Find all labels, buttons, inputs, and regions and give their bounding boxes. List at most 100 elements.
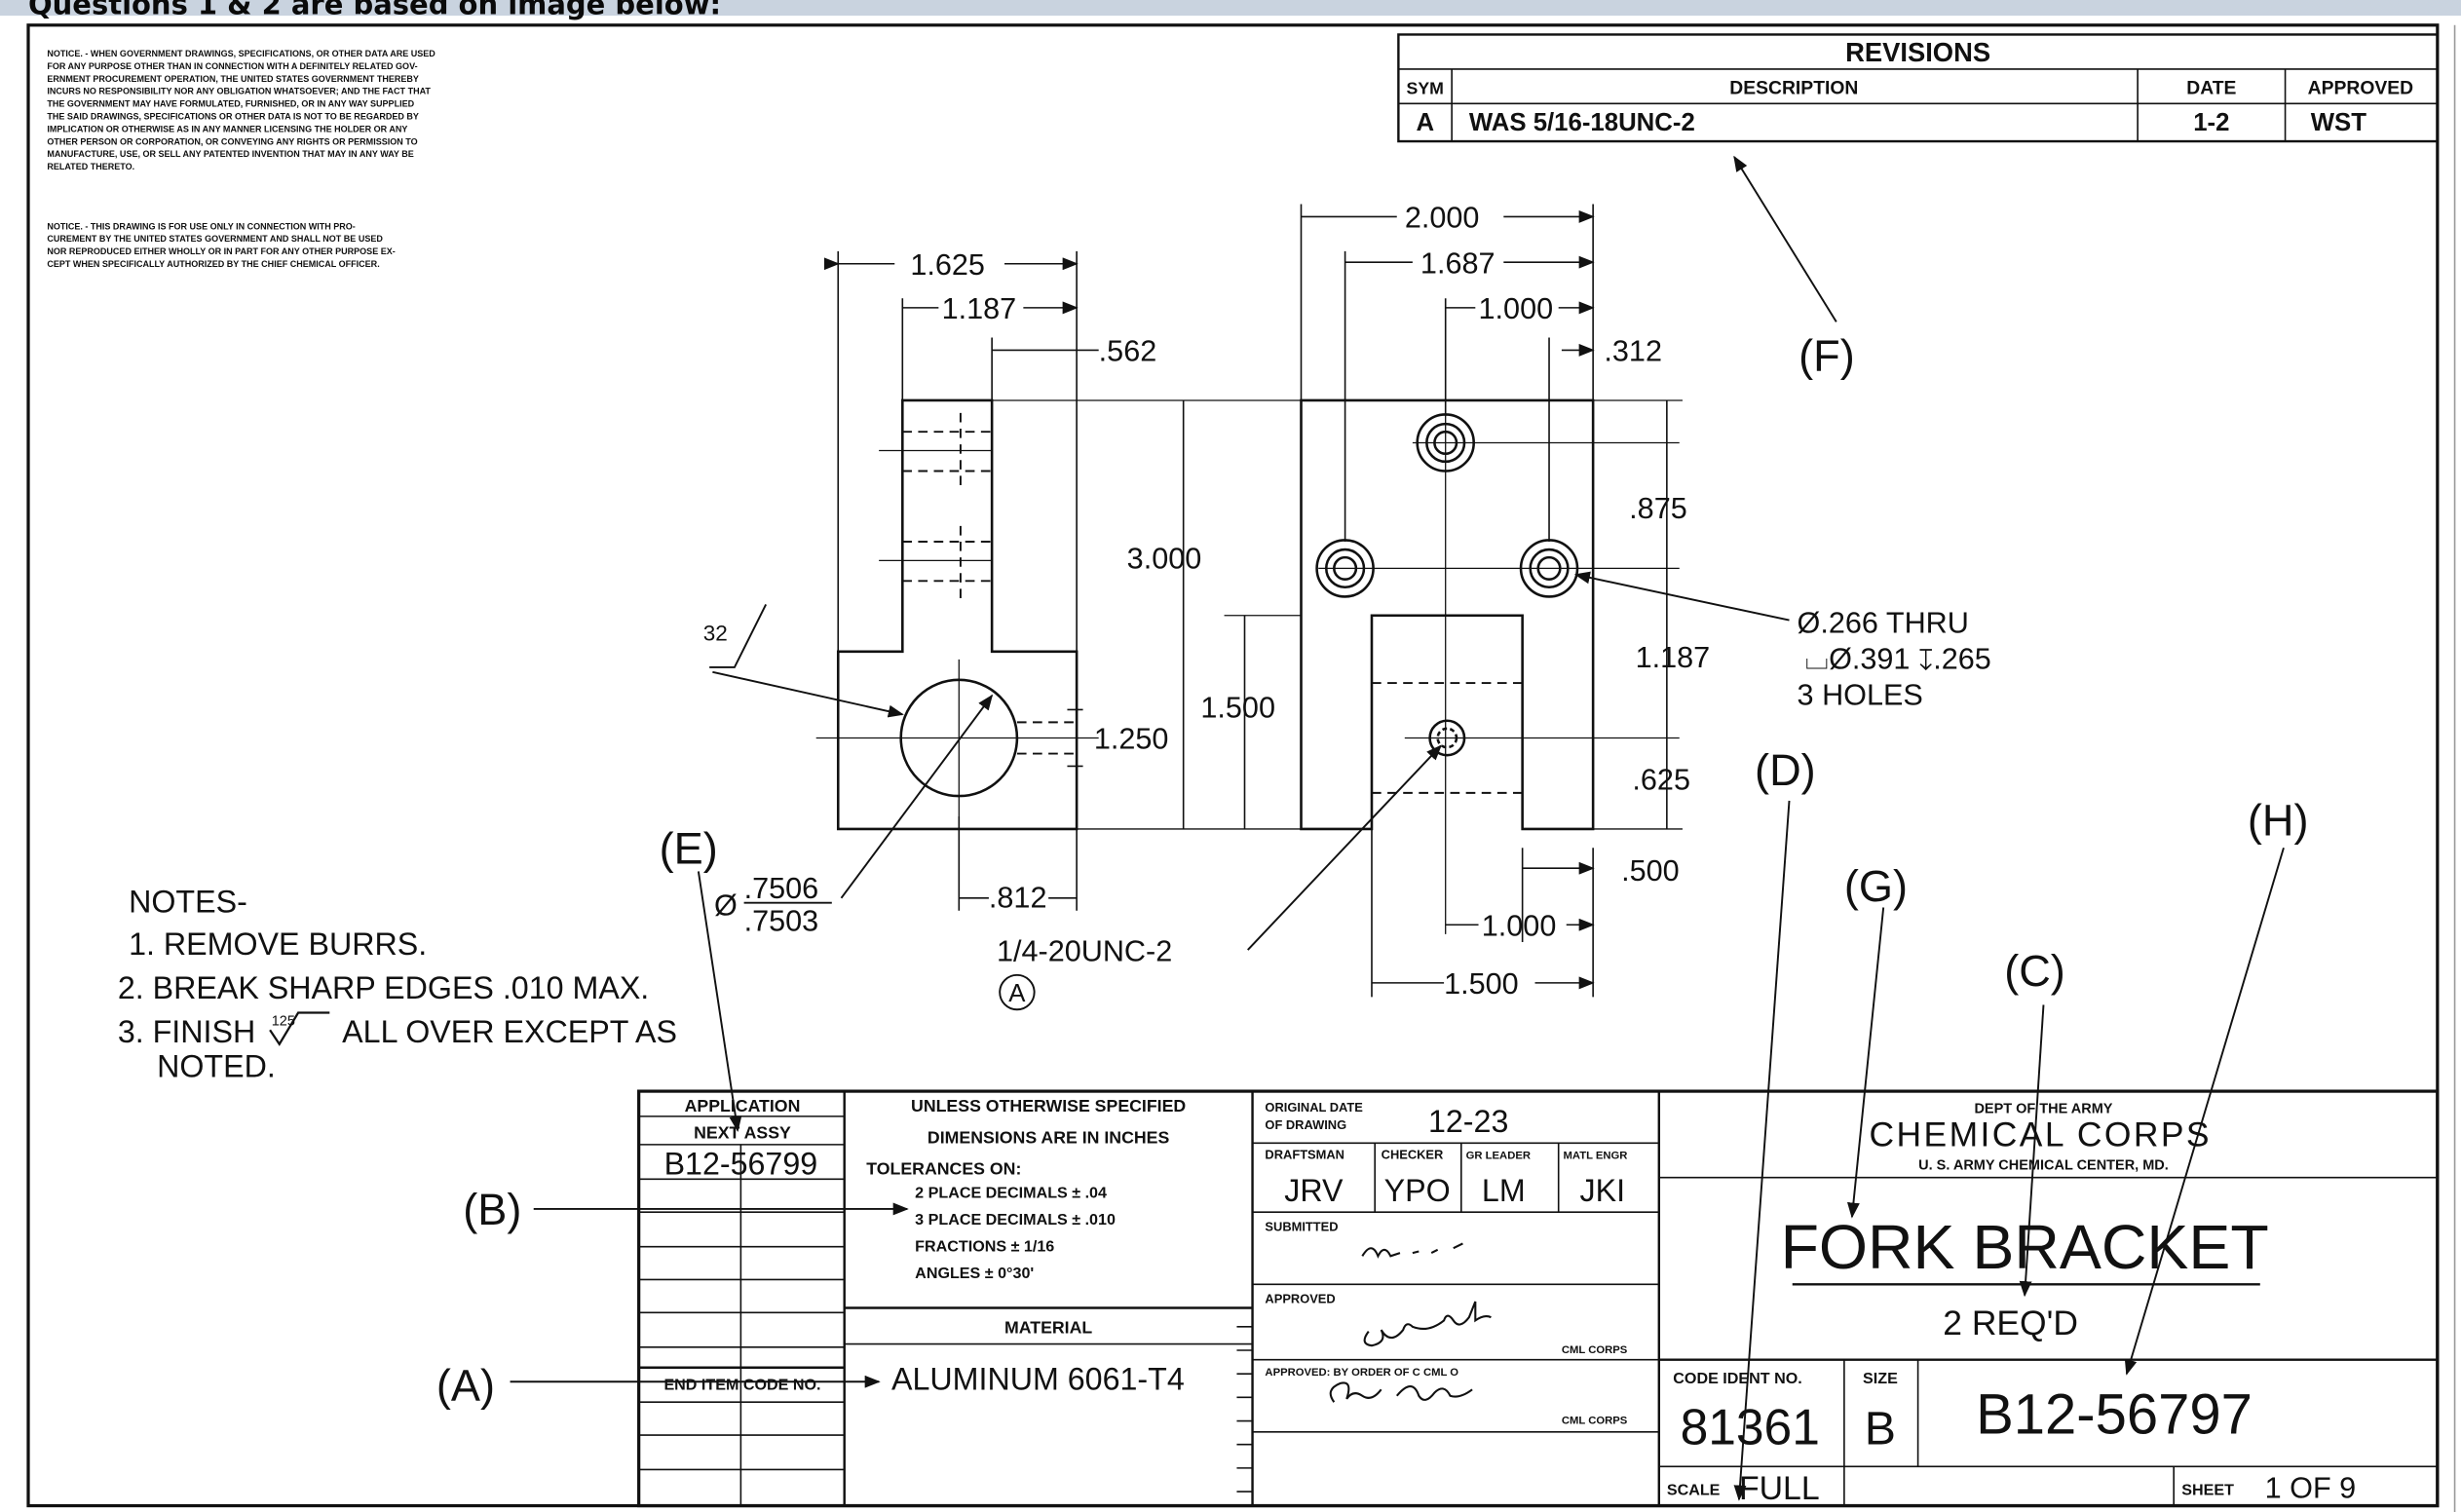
revision-row-approved: WST <box>2311 109 2366 136</box>
drawing-number: B12-56797 <box>1976 1382 2253 1446</box>
material-value: ALUMINUM 6061-T4 <box>891 1361 1185 1396</box>
dims-in-inches-label: DIMENSIONS ARE IN INCHES <box>928 1127 1170 1147</box>
dim-1500: 1.500 <box>1200 692 1275 725</box>
matl-engr-value: JKI <box>1580 1173 1626 1208</box>
scale-value: FULL <box>1739 1470 1820 1507</box>
thread-callout: 1/4-20UNC-2 <box>997 934 1172 967</box>
dim-1187-right: 1.187 <box>1636 641 1711 674</box>
unless-specified-label: UNLESS OTHERWISE SPECIFIED <box>911 1096 1186 1115</box>
dim-1000-bottom: 1.000 <box>1482 910 1557 943</box>
notice1-line: OTHER PERSON OR CORPORATION, OR CONVEYIN… <box>47 136 417 146</box>
size-label: SIZE <box>1863 1370 1898 1387</box>
marker-a: (A) <box>436 1361 495 1411</box>
application-label: APPLICATION <box>685 1096 801 1115</box>
marker-c: (C) <box>2004 946 2065 996</box>
checker-label: CHECKER <box>1382 1147 1444 1161</box>
dim-1500-bottom: 1.500 <box>1444 967 1519 1001</box>
submitted-signature-icon <box>1361 1242 1463 1259</box>
hole-callout-line1: Ø.266 THRU <box>1798 606 1969 639</box>
order-signature-icon <box>1329 1381 1473 1403</box>
notice-block-2: NOTICE. - THIS DRAWING IS FOR USE ONLY I… <box>47 221 395 269</box>
marker-d: (D) <box>1755 745 1816 795</box>
dim-1187-top: 1.187 <box>942 292 1017 325</box>
draftsman-value: JRV <box>1284 1173 1344 1208</box>
dim-1687: 1.687 <box>1420 246 1496 280</box>
dim-1250: 1.250 <box>1094 723 1169 756</box>
page-header-text: Questions 1 & 2 are based on image below… <box>28 0 721 21</box>
sheet-value: 1 OF 9 <box>2265 1471 2357 1504</box>
dim-diameter-bottom: .7503 <box>744 905 819 938</box>
marker-g: (G) <box>1844 861 1908 911</box>
dim-diameter-symbol: Ø <box>714 889 738 923</box>
dim-1000-top: 1.000 <box>1479 292 1554 325</box>
tolerance-2-place: 2 PLACE DECIMALS ± .04 <box>915 1185 1107 1202</box>
revision-row-description: WAS 5/16-18UNC-2 <box>1469 109 1695 136</box>
part-title: FORK BRACKET <box>1781 1212 2269 1282</box>
notice1-line: INCURS NO RESPONSIBILITY NOR ANY OBLIGAT… <box>47 87 431 96</box>
revisions-col-approved: APPROVED <box>2308 79 2413 99</box>
notice1-line: FOR ANY PURPOSE OTHER THAN IN CONNECTION… <box>47 61 417 71</box>
revisions-table <box>1397 33 2440 143</box>
revisions-col-description: DESCRIPTION <box>1729 79 1858 99</box>
size-value: B <box>1865 1403 1896 1455</box>
approved-by-order-label: APPROVED: BY ORDER OF C CML O <box>1265 1367 1458 1379</box>
dim-875: .875 <box>1629 492 1687 525</box>
leader-lines <box>510 155 2285 1501</box>
original-date-value: 12-23 <box>1428 1104 1508 1139</box>
next-assy-label: NEXT ASSY <box>694 1122 791 1142</box>
original-date-label-1: ORIGINAL DATE <box>1265 1100 1363 1115</box>
draftsman-label: DRAFTSMAN <box>1265 1147 1344 1161</box>
marker-b: (B) <box>463 1185 521 1234</box>
notice1-line: NOTICE. - WHEN GOVERNMENT DRAWINGS, SPEC… <box>47 49 435 58</box>
gr-leader-label: GR LEADER <box>1466 1150 1531 1161</box>
finish-value: 125 <box>272 1013 295 1029</box>
note-3-continued: ALL OVER EXCEPT AS <box>342 1014 677 1049</box>
material-label: MATERIAL <box>1004 1317 1092 1337</box>
original-date-label-2: OF DRAWING <box>1265 1117 1346 1132</box>
end-item-code-label: END ITEM CODE NO. <box>663 1376 820 1393</box>
checker-value: YPO <box>1384 1173 1451 1208</box>
finish-mark-value: 32 <box>703 622 728 646</box>
dim-312: .312 <box>1604 335 1662 368</box>
marker-h: (H) <box>2248 795 2309 845</box>
title-block-text: APPLICATION NEXT ASSY B12-56799 END ITEM… <box>663 1096 2356 1507</box>
notice2-line: CUREMENT BY THE UNITED STATES GOVERNMENT… <box>47 234 383 244</box>
header-bar <box>0 0 2461 17</box>
notice1-line: IMPLICATION OR OTHERWISE AS IN ANY MANNE… <box>47 124 407 133</box>
sheet-label: SHEET <box>2181 1481 2234 1498</box>
dept-label: DEPT OF THE ARMY <box>1974 1102 2112 1117</box>
notes-block: NOTES- 1. REMOVE BURRS. 2. BREAK SHARP E… <box>118 884 677 1083</box>
question-markers: (F) (D) (H) (G) (C) (E) (B) (A) <box>436 330 2309 1410</box>
notice1-line: ERNMENT PROCUREMENT OPERATION, THE UNITE… <box>47 74 419 84</box>
cml-corps-label-2: CML CORPS <box>1562 1416 1628 1427</box>
submitted-label: SUBMITTED <box>1265 1220 1338 1234</box>
revisions-col-date: DATE <box>2186 79 2236 99</box>
quantity-required: 2 REQ'D <box>1943 1304 2078 1342</box>
notice2-line: CEPT WHEN SPECIFICALLY AUTHORIZED BY THE… <box>47 259 379 269</box>
scale-label: SCALE <box>1667 1481 1721 1498</box>
revision-row-sym: A <box>1416 109 1434 136</box>
tolerances-on-label: TOLERANCES ON: <box>866 1158 1021 1178</box>
dimension-texts: 1.625 1.187 .562 2.000 1.687 1.000 .312 … <box>703 202 1711 1011</box>
hole-callout-line3: 3 HOLES <box>1798 679 1923 712</box>
dim-562: .562 <box>1099 335 1157 368</box>
code-ident-label: CODE IDENT NO. <box>1673 1370 1801 1387</box>
approved-label: APPROVED <box>1265 1292 1335 1306</box>
notice1-line: THE GOVERNMENT MAY HAVE FORMULATED, FURN… <box>47 99 414 109</box>
tolerance-3-place: 3 PLACE DECIMALS ± .010 <box>915 1211 1116 1228</box>
marker-e: (E) <box>660 823 718 873</box>
gr-leader-value: LM <box>1482 1173 1526 1208</box>
dim-812: .812 <box>989 882 1047 915</box>
revision-marker-circle <box>999 973 1036 1011</box>
notice1-line: RELATED THERETO. <box>47 162 134 171</box>
revisions-col-sym: SYM <box>1407 79 1444 98</box>
dim-2000: 2.000 <box>1405 202 1480 235</box>
marker-f: (F) <box>1798 330 1855 380</box>
note-3-end: NOTED. <box>157 1049 276 1084</box>
hole-callout: Ø.266 THRU ⌴Ø.391 ↧.265 3 HOLES <box>1798 606 1991 711</box>
notice-block-1: NOTICE. - WHEN GOVERNMENT DRAWINGS, SPEC… <box>47 49 435 171</box>
notice1-line: MANUFACTURE, USE, OR SELL ANY PATENTED I… <box>47 149 413 159</box>
approved-signature-icon <box>1363 1301 1492 1347</box>
matl-engr-label: MATL ENGR <box>1564 1150 1628 1161</box>
dim-625: .625 <box>1632 764 1690 797</box>
